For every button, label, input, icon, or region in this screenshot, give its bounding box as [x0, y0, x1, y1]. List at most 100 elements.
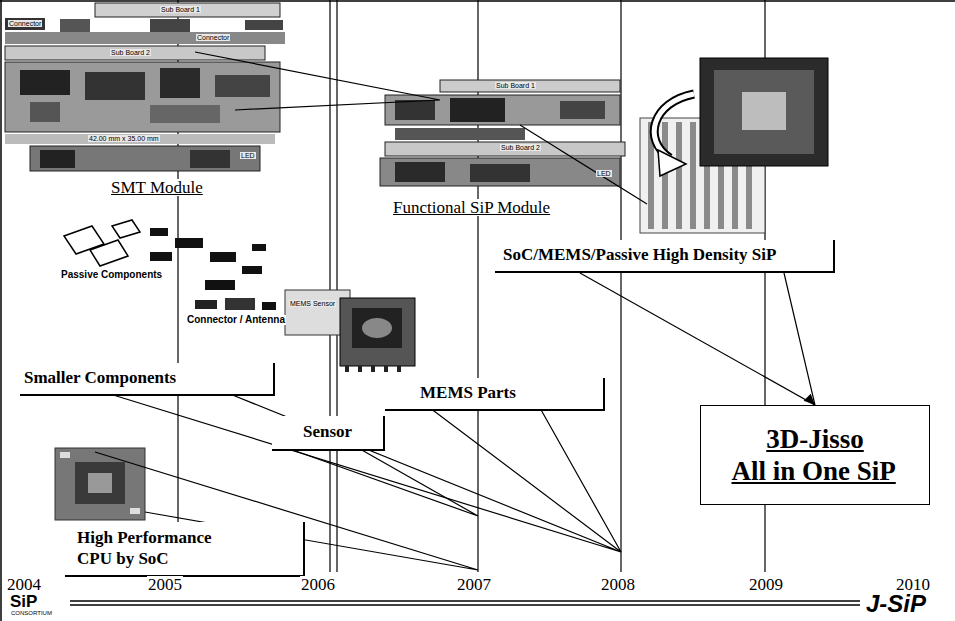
component: [60, 452, 70, 458]
year-label: 2009: [748, 576, 784, 593]
chip: [395, 162, 445, 182]
part-label: Passive Components: [60, 270, 163, 280]
sub-board: [440, 80, 620, 92]
chip: [60, 19, 90, 32]
year-label: 2006: [300, 576, 336, 593]
pin: [384, 366, 388, 372]
chip: [395, 100, 435, 120]
board-band: [395, 128, 525, 140]
curved-arrow-head: [658, 150, 686, 176]
cpu-board: [55, 448, 145, 520]
mems-chip: [352, 308, 402, 348]
chip: [20, 70, 70, 95]
roadmap-box: High Performance CPU by SoC: [65, 522, 305, 577]
chip: [30, 102, 60, 122]
chip: [150, 105, 220, 123]
board-label: Sub Board 2: [110, 49, 151, 56]
passive-part: [210, 252, 236, 262]
board-band: [5, 32, 285, 44]
curved-arrow: [654, 94, 694, 158]
main-board: [5, 62, 280, 132]
board-label: Sub Board 1: [160, 6, 201, 13]
logo-text: SiP: [10, 593, 37, 610]
passive-part: [90, 240, 128, 266]
box-label: Smaller Components: [24, 368, 176, 388]
box-label: Sensor: [303, 422, 352, 442]
mems-parts-photo: [285, 290, 415, 372]
logo-text: CONSORTIUM: [11, 610, 52, 616]
goal-box: 3D-Jisso All in One SiP: [700, 405, 930, 505]
year-line: [329, 0, 330, 572]
year-line: [620, 0, 621, 572]
passive-part: [112, 220, 140, 238]
lower-board: [30, 146, 260, 171]
footer-rule: [70, 600, 860, 602]
year-label: 2008: [600, 576, 636, 593]
passive-part: [242, 266, 262, 274]
mems-membrane: [362, 318, 392, 338]
sip-chip-photo: [640, 58, 828, 233]
cpu-photo: [55, 448, 145, 520]
wedge-line: [580, 273, 815, 405]
year-label: 2007: [456, 576, 492, 593]
wedge-line: [430, 408, 621, 552]
chip: [470, 164, 530, 182]
roadmap-box: Smaller Components: [20, 363, 275, 396]
pin: [371, 366, 375, 372]
die-stripe: [690, 122, 696, 229]
curved-arrow: [654, 94, 694, 158]
passive-part: [252, 244, 266, 251]
pin: [358, 366, 362, 372]
module-caption: SMT Module: [110, 179, 204, 196]
chip: [190, 150, 230, 168]
pin: [345, 366, 349, 372]
module-board: [385, 95, 620, 125]
board-label: Sub Board 1: [495, 82, 536, 89]
die-stripe: [676, 122, 682, 229]
chip: [85, 72, 145, 100]
board-label: LED: [596, 170, 612, 177]
smt-module-photo: [5, 3, 285, 171]
board-label: Sub Board 2: [500, 144, 541, 151]
chip: [450, 98, 505, 122]
arrow-head: [804, 394, 815, 405]
chip: [150, 19, 190, 32]
part-label: Connector / Antenna: [186, 315, 286, 325]
year-label: 2010: [895, 576, 931, 593]
chip: [160, 68, 200, 98]
frame-line: [0, 0, 2, 621]
wedge-line: [520, 125, 647, 204]
board-label: Connector: [8, 20, 42, 27]
connector-parts: [195, 298, 276, 310]
passive-part: [205, 280, 235, 290]
wedge-line: [290, 449, 478, 516]
box-label: High Performance CPU by SoC: [77, 528, 237, 569]
box-label: 3D-Jisso All in One SiP: [732, 423, 899, 488]
antenna-part: [262, 302, 276, 310]
passive-part: [150, 228, 168, 236]
connector-part: [225, 298, 255, 310]
chip-inner: [714, 70, 814, 154]
footer-rule: [70, 604, 860, 606]
board-label: LED: [240, 152, 256, 159]
cpu-chip: [75, 462, 125, 504]
module-board: [380, 158, 620, 186]
part-label: MEMS Sensor: [289, 300, 336, 307]
sub-board: [95, 3, 280, 17]
wedge-line: [195, 52, 440, 110]
box-label: MEMS Parts: [420, 383, 516, 403]
cpu-core: [88, 473, 112, 493]
mems-board: [340, 298, 415, 366]
roadmap-box: MEMS Parts: [385, 378, 605, 411]
year-label: 2005: [147, 576, 183, 593]
board-band: [5, 134, 275, 144]
chip: [40, 150, 75, 168]
passive-part: [175, 238, 203, 248]
wedge-arrow: [580, 273, 815, 405]
passive-part: [150, 252, 172, 261]
module-caption: Functional SiP Module: [392, 199, 551, 216]
chip-core: [742, 92, 786, 130]
dimension-label: 42.00 mm x 35.00 mm: [88, 135, 160, 142]
chip: [560, 101, 605, 119]
